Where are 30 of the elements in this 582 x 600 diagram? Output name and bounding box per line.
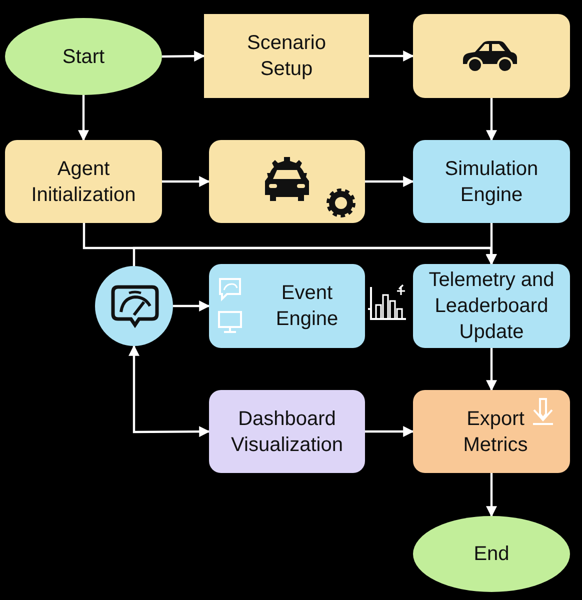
arrow [162,50,206,62]
arrow [369,50,414,62]
arrow [486,473,497,518]
process-box [204,14,369,98]
arrow [365,426,414,437]
process-box [413,264,570,348]
node-label: Simulation Engine [444,156,540,208]
arrow [173,300,210,312]
node-label: Telemetry and Leaderboard Update [428,268,556,345]
node-label: Dashboard Visualization [230,406,344,458]
arrow [486,348,497,392]
process-box [413,390,570,473]
arrow [486,98,497,142]
node-label: End [474,542,510,567]
arrow [365,176,414,187]
arrow [78,95,89,142]
arrow [162,176,210,187]
arrow [132,246,497,266]
process-box [5,140,162,223]
node-label: Start [62,44,105,70]
node-label: Event Engine [274,281,340,332]
arrow [128,344,210,438]
process-box [413,14,570,98]
process-box [209,390,365,473]
node-label: Export Metrics [462,406,529,458]
process-box [413,140,570,223]
process-box [209,264,365,348]
node-label: Agent Initialization [30,156,137,208]
node-label: Scenario Setup [246,31,327,82]
process-box [209,140,365,223]
